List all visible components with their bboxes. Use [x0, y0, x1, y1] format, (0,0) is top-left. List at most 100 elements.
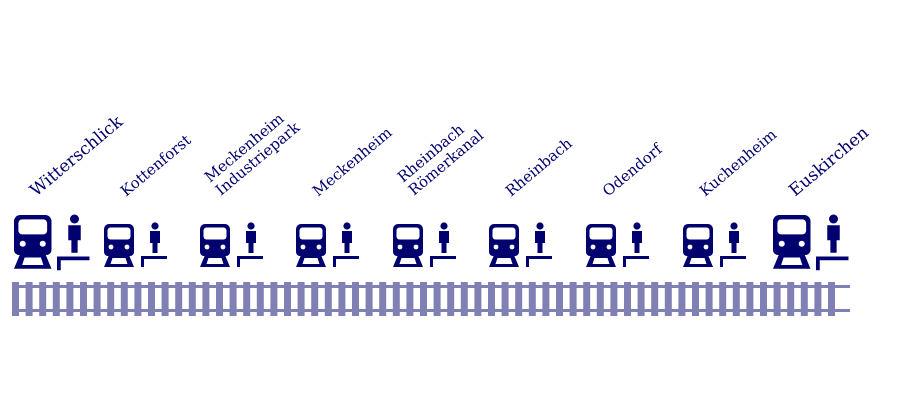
sleeper — [610, 282, 618, 316]
station-label: MeckenheimIndustriepark — [201, 105, 304, 199]
sleeper — [787, 282, 795, 316]
sleeper — [705, 282, 713, 316]
sleeper — [460, 282, 468, 316]
sleeper — [52, 282, 60, 316]
sleeper — [800, 282, 808, 316]
sleeper — [392, 282, 400, 316]
station: Meckenheim — [296, 123, 396, 267]
sleeper — [175, 282, 183, 316]
station-name-line: Witterschlick — [26, 112, 127, 201]
sleeper — [732, 282, 740, 316]
station-label: Kottenforst — [117, 131, 194, 200]
sleeper — [664, 282, 672, 316]
sleeper — [379, 282, 387, 316]
station-name-line: Kottenforst — [117, 131, 194, 200]
passenger-platform-icon — [526, 222, 552, 267]
sleeper — [760, 282, 767, 316]
train-icon — [773, 215, 811, 269]
sleeper — [624, 282, 631, 316]
sleeper — [243, 282, 251, 316]
train-icon — [393, 224, 423, 267]
sleeper — [107, 282, 115, 316]
train-icon — [14, 215, 52, 269]
passenger-platform-icon — [816, 214, 849, 271]
sleeper — [365, 282, 373, 316]
sleeper — [528, 282, 536, 316]
train-icon — [200, 224, 230, 267]
sleeper — [352, 282, 359, 316]
passenger-platform-icon — [430, 222, 456, 267]
sleeper — [39, 282, 47, 316]
sleeper — [447, 282, 455, 316]
station-label: Meckenheim — [309, 123, 396, 200]
station: Euskirchen — [773, 123, 873, 271]
sleeper — [148, 282, 155, 316]
station-name-line: Rheinbach — [502, 134, 576, 200]
passenger-platform-icon — [57, 214, 90, 271]
passenger-platform-icon — [141, 222, 167, 267]
sleeper — [569, 282, 577, 316]
station: Kuchenheim — [683, 125, 780, 267]
sleeper — [188, 282, 196, 316]
sleeper — [66, 282, 74, 316]
sleeper — [814, 282, 822, 316]
passenger-platform-icon — [333, 222, 359, 267]
station-name-line: Kuchenheim — [696, 125, 780, 200]
station-label: Euskirchen — [785, 123, 873, 201]
station: MeckenheimIndustriepark — [200, 105, 304, 267]
station-name-line: Odendorf — [599, 139, 667, 200]
sleeper — [229, 282, 237, 316]
sleeper — [161, 282, 169, 316]
sleeper — [216, 282, 223, 316]
passenger-platform-icon — [237, 222, 263, 267]
station: Rheinbach — [489, 134, 576, 267]
sleeper — [746, 282, 754, 316]
sleeper — [420, 282, 427, 316]
station-label: Kuchenheim — [696, 125, 780, 200]
sleeper — [297, 282, 305, 316]
sleeper — [256, 282, 264, 316]
sleeper — [311, 282, 319, 316]
sleeper — [678, 282, 686, 316]
sleeper — [284, 282, 291, 316]
sleeper — [134, 282, 142, 316]
passenger-platform-icon — [623, 222, 649, 267]
sleeper — [719, 282, 727, 316]
sleeper — [556, 282, 563, 316]
station-label: RheinbachRömerkanal — [394, 113, 487, 199]
sleeper — [637, 282, 645, 316]
rail-top — [12, 285, 850, 288]
sleeper — [120, 282, 128, 316]
train-icon — [586, 224, 616, 267]
sleeper — [12, 282, 19, 316]
sleeper — [651, 282, 659, 316]
sleeper — [80, 282, 87, 316]
station: Kottenforst — [104, 131, 194, 267]
passenger-platform-icon — [720, 222, 746, 267]
rail-bottom — [12, 309, 850, 312]
sleeper — [515, 282, 523, 316]
sleeper — [93, 282, 101, 316]
sleeper — [25, 282, 33, 316]
sleeper — [202, 282, 210, 316]
station-label: Witterschlick — [26, 112, 127, 201]
sleeper — [474, 282, 482, 316]
sleeper — [692, 282, 699, 316]
sleeper — [488, 282, 495, 316]
sleeper — [406, 282, 414, 316]
station-name-line: Euskirchen — [785, 123, 873, 201]
sleeper — [324, 282, 332, 316]
sleeper — [433, 282, 441, 316]
sleeper — [828, 282, 835, 316]
sleeper — [773, 282, 781, 316]
station-label: Odendorf — [599, 139, 667, 200]
train-icon — [489, 224, 519, 267]
train-icon — [296, 224, 326, 267]
station-name-line: Meckenheim — [309, 123, 396, 200]
sleeper — [270, 282, 278, 316]
station: RheinbachRömerkanal — [393, 113, 487, 267]
sleeper — [338, 282, 346, 316]
train-icon — [683, 224, 713, 267]
